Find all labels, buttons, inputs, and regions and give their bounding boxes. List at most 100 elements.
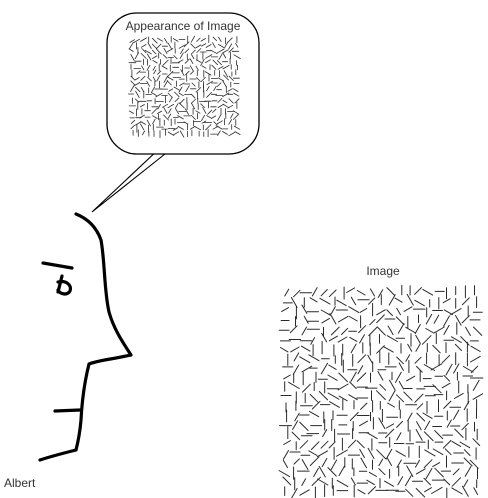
texture-line bbox=[434, 315, 439, 323]
bubble-tail bbox=[92, 148, 170, 212]
texture-line bbox=[424, 478, 431, 485]
texture-line bbox=[404, 307, 412, 312]
texture-line bbox=[379, 469, 385, 475]
texture-line bbox=[329, 365, 337, 369]
texture-line bbox=[351, 344, 356, 353]
texture-line bbox=[379, 418, 385, 429]
texture-line bbox=[473, 439, 480, 446]
texture-line bbox=[417, 413, 425, 421]
texture-line bbox=[351, 372, 356, 381]
texture-line bbox=[284, 375, 291, 379]
texture-line bbox=[397, 395, 404, 402]
texture-line bbox=[331, 327, 339, 335]
texture-line bbox=[415, 300, 425, 305]
texture-line bbox=[310, 394, 318, 402]
texture-line bbox=[462, 423, 468, 429]
texture-line bbox=[388, 403, 395, 407]
mouth bbox=[55, 410, 80, 411]
texture-line bbox=[294, 290, 301, 297]
texture-line bbox=[417, 404, 423, 410]
texture-line bbox=[349, 307, 359, 313]
texture-line bbox=[470, 460, 478, 468]
texture-line bbox=[396, 451, 405, 456]
texture-line bbox=[397, 421, 403, 427]
texture-line bbox=[416, 469, 425, 474]
texture-line bbox=[407, 376, 415, 381]
texture-line bbox=[443, 440, 451, 448]
texture-line bbox=[465, 467, 471, 477]
texture-line bbox=[386, 424, 393, 428]
texture-line bbox=[442, 355, 450, 363]
texture-line bbox=[330, 402, 340, 408]
texture-line bbox=[406, 489, 413, 496]
texture-line bbox=[426, 468, 432, 478]
texture-line bbox=[387, 288, 395, 296]
texture-line bbox=[397, 433, 401, 440]
texture-line bbox=[283, 451, 288, 460]
texture-line bbox=[454, 410, 459, 419]
texture-line bbox=[360, 335, 365, 343]
texture-line bbox=[471, 366, 478, 372]
texture-line bbox=[302, 460, 308, 470]
texture-line bbox=[473, 380, 479, 390]
texture-line bbox=[300, 441, 308, 449]
texture-line bbox=[377, 391, 386, 400]
texture-line bbox=[416, 344, 420, 352]
texture-line bbox=[464, 402, 469, 410]
texture-line bbox=[338, 316, 348, 322]
texture-line bbox=[377, 450, 386, 459]
texture-line bbox=[342, 328, 348, 334]
texture-line bbox=[470, 356, 480, 362]
texture-line bbox=[367, 480, 375, 484]
texture-line bbox=[424, 365, 434, 371]
texture-line bbox=[280, 348, 288, 352]
texture-line bbox=[300, 422, 308, 430]
texture-line bbox=[474, 488, 478, 495]
texture-line bbox=[464, 480, 468, 487]
texture-line bbox=[473, 327, 481, 335]
texture-line bbox=[369, 472, 376, 476]
texture-line bbox=[337, 480, 348, 486]
texture-line bbox=[350, 412, 358, 420]
texture-line bbox=[455, 393, 464, 398]
texture-line bbox=[357, 291, 365, 296]
texture-line bbox=[473, 394, 483, 400]
texture-line bbox=[289, 382, 300, 388]
texture-line bbox=[404, 392, 412, 400]
texture-line bbox=[416, 335, 420, 343]
texture-line bbox=[302, 327, 307, 335]
texture-line bbox=[399, 382, 403, 390]
texture-line bbox=[361, 403, 367, 409]
texture-line bbox=[322, 333, 327, 342]
texture-line bbox=[331, 460, 337, 470]
texture-line bbox=[360, 421, 368, 426]
texture-line bbox=[378, 328, 386, 336]
texture-line bbox=[387, 458, 391, 465]
texture-line bbox=[351, 478, 355, 485]
texture-line bbox=[348, 440, 356, 448]
texture-line bbox=[388, 326, 393, 335]
texture-line bbox=[464, 450, 470, 456]
texture-line bbox=[415, 357, 421, 363]
texture-line bbox=[302, 366, 312, 372]
texture-line bbox=[368, 448, 374, 458]
texture-line bbox=[328, 393, 339, 399]
texture-line bbox=[284, 441, 291, 445]
texture-line bbox=[452, 488, 463, 494]
person-name: Albert bbox=[4, 476, 35, 490]
texture-line bbox=[462, 316, 469, 323]
texture-line bbox=[422, 336, 431, 345]
texture-line bbox=[321, 363, 327, 374]
texture-line bbox=[398, 324, 404, 334]
texture-line bbox=[368, 487, 375, 494]
texture-line bbox=[283, 477, 291, 485]
texture-line bbox=[463, 367, 473, 373]
texture-line bbox=[360, 309, 367, 313]
texture-line bbox=[398, 477, 403, 485]
texture-line bbox=[293, 421, 298, 430]
texture-line bbox=[300, 357, 310, 363]
texture-line bbox=[407, 466, 413, 477]
texture-line bbox=[314, 468, 319, 476]
texture-line bbox=[279, 471, 290, 477]
